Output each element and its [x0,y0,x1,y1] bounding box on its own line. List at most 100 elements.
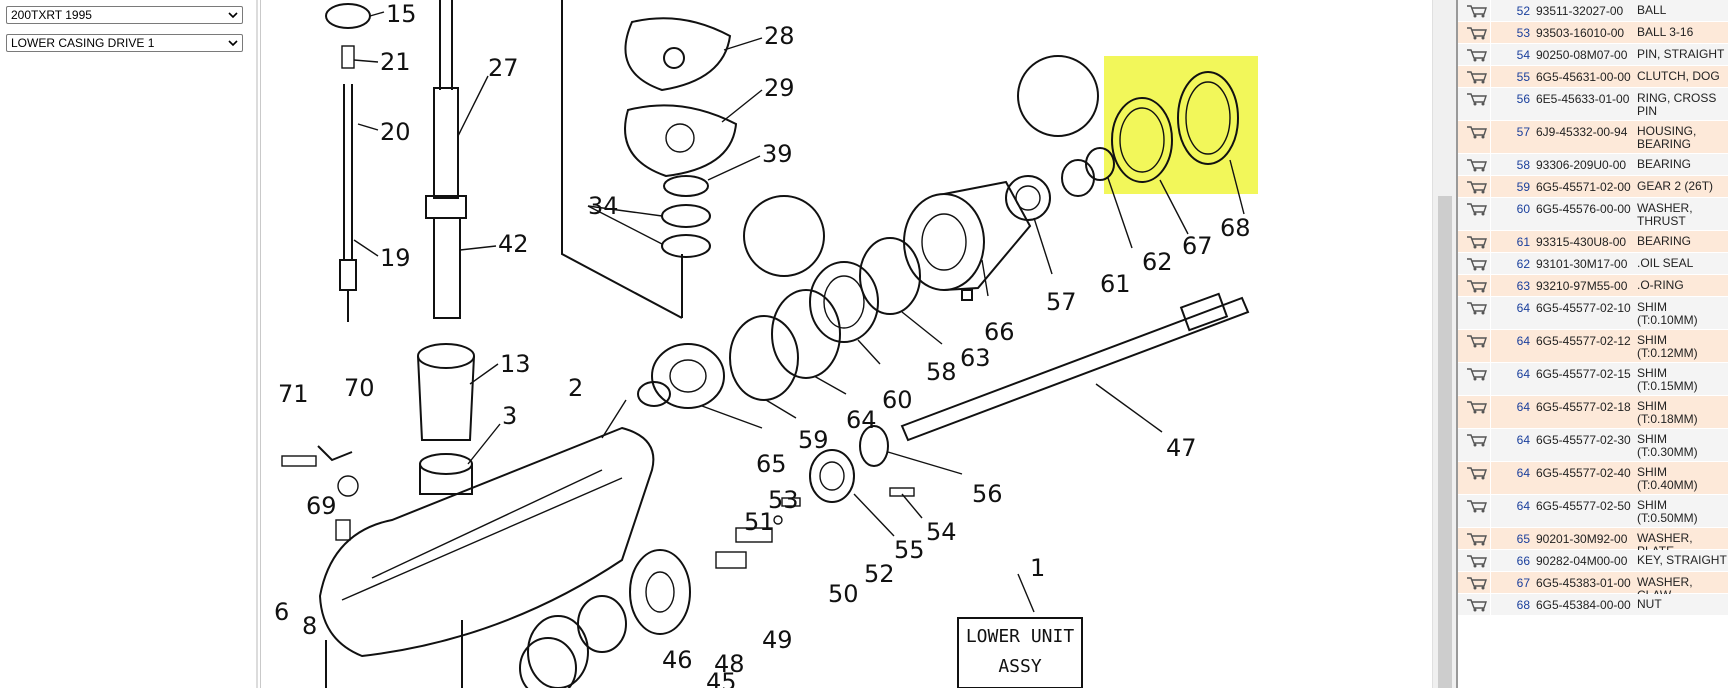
part-ref-number[interactable]: 59 [1516,180,1530,194]
part-ref-number[interactable]: 56 [1516,92,1530,106]
shopping-cart-icon[interactable] [1466,367,1488,381]
diagram-scroll-thumb[interactable] [1438,196,1452,688]
shopping-cart-icon[interactable] [1466,257,1488,271]
part-ref-number[interactable]: 58 [1516,158,1530,172]
shopping-cart-icon[interactable] [1466,554,1488,568]
shopping-cart-icon[interactable] [1466,576,1488,590]
part-ref-number[interactable]: 55 [1516,70,1530,84]
shopping-cart-icon[interactable] [1466,48,1488,62]
shopping-cart-icon[interactable] [1466,235,1488,249]
part-ref-number[interactable]: 64 [1516,499,1530,513]
part-66-key[interactable] [961,289,973,301]
shopping-cart-icon[interactable] [1466,92,1488,106]
shopping-cart-icon[interactable] [1466,532,1488,546]
part-56-ring[interactable] [859,425,889,467]
shopping-cart-icon[interactable] [1466,70,1488,84]
shopping-cart-icon[interactable] [1466,180,1488,194]
part-34-seal-a[interactable] [661,204,711,228]
part-54-pin[interactable] [889,487,915,497]
part-42-driveshaft[interactable] [425,0,467,319]
part-47-propeller-shaft[interactable] [900,292,1250,442]
shopping-cart-icon[interactable] [1466,598,1488,612]
part-ref-number[interactable]: 54 [1516,48,1530,62]
part-61-bearing[interactable] [1005,175,1051,221]
part-67-claw-washer[interactable] [1111,97,1173,183]
part-ref-number[interactable]: 64 [1516,400,1530,414]
shopping-cart-icon[interactable] [1466,125,1488,139]
part-58-bearing[interactable] [809,261,879,343]
part-64-shim[interactable] [729,315,799,401]
shopping-cart-icon[interactable] [1466,433,1488,447]
part-21-screw[interactable] [341,45,355,69]
part-ref-number[interactable]: 53 [1516,26,1530,40]
shopping-cart-icon[interactable] [1466,400,1488,414]
part-ref-number[interactable]: 64 [1516,334,1530,348]
shopping-cart-icon[interactable] [1466,202,1488,216]
shopping-cart-icon[interactable] [1466,4,1488,18]
part-29-gasket[interactable] [624,104,738,178]
part-62-seal-b[interactable] [1085,147,1115,181]
part-ref-number[interactable]: 62 [1516,257,1530,271]
part-ref-number[interactable]: 65 [1516,532,1530,546]
part-15-washer[interactable] [325,3,371,29]
part-55-clutch[interactable] [809,449,855,503]
part-ref-number[interactable]: 67 [1516,576,1530,590]
part-ref-number[interactable]: 60 [1516,202,1530,216]
part-ref-number[interactable]: 64 [1516,301,1530,315]
model-select[interactable]: 200TXRT 1995 [6,6,243,24]
shopping-cart-icon[interactable] [1466,279,1488,293]
part-2-lower-casing[interactable] [318,426,655,688]
part-45-ring[interactable] [519,637,577,688]
part-57-bearing-housing[interactable] [903,180,1032,291]
part-28-housing[interactable] [624,17,732,92]
part-ref-number[interactable]: 68 [1516,598,1530,612]
part-34-seal-b[interactable] [661,234,711,258]
part-ref-number[interactable]: 57 [1516,125,1530,139]
part-ref-number[interactable]: 61 [1516,235,1530,249]
part-ref-number[interactable]: 66 [1516,554,1530,568]
part-50-53-small-parts[interactable] [715,497,801,569]
shopping-cart-icon[interactable] [1466,158,1488,172]
part-65-washer[interactable] [637,381,671,407]
shopping-cart-icon[interactable] [1466,466,1488,480]
part-ref-number[interactable]: 63 [1516,279,1530,293]
shopping-cart-icon[interactable] [1466,301,1488,315]
part-ref-number[interactable]: 64 [1516,466,1530,480]
section-select[interactable]: LOWER CASING DRIVE 1 [6,34,243,52]
part-59-gear[interactable] [651,343,725,409]
part-ref-number[interactable]: 64 [1516,433,1530,447]
part-39-seal[interactable] [663,175,709,197]
exploded-parts-diagram[interactable]: 15 21 27 20 19 42 28 29 39 34 13 3 2 71 … [262,0,1428,688]
shopping-cart-icon[interactable] [1466,334,1488,348]
part-68-nut[interactable] [1177,71,1239,165]
diagram-scrollbar[interactable] [1432,0,1457,688]
part-70-71-linkage[interactable] [281,445,359,541]
shopping-cart-icon[interactable] [1466,26,1488,40]
part-63-o-ring[interactable] [859,237,921,315]
part-19-shaft[interactable] [339,84,357,322]
shopping-cart-icon[interactable] [1466,499,1488,513]
